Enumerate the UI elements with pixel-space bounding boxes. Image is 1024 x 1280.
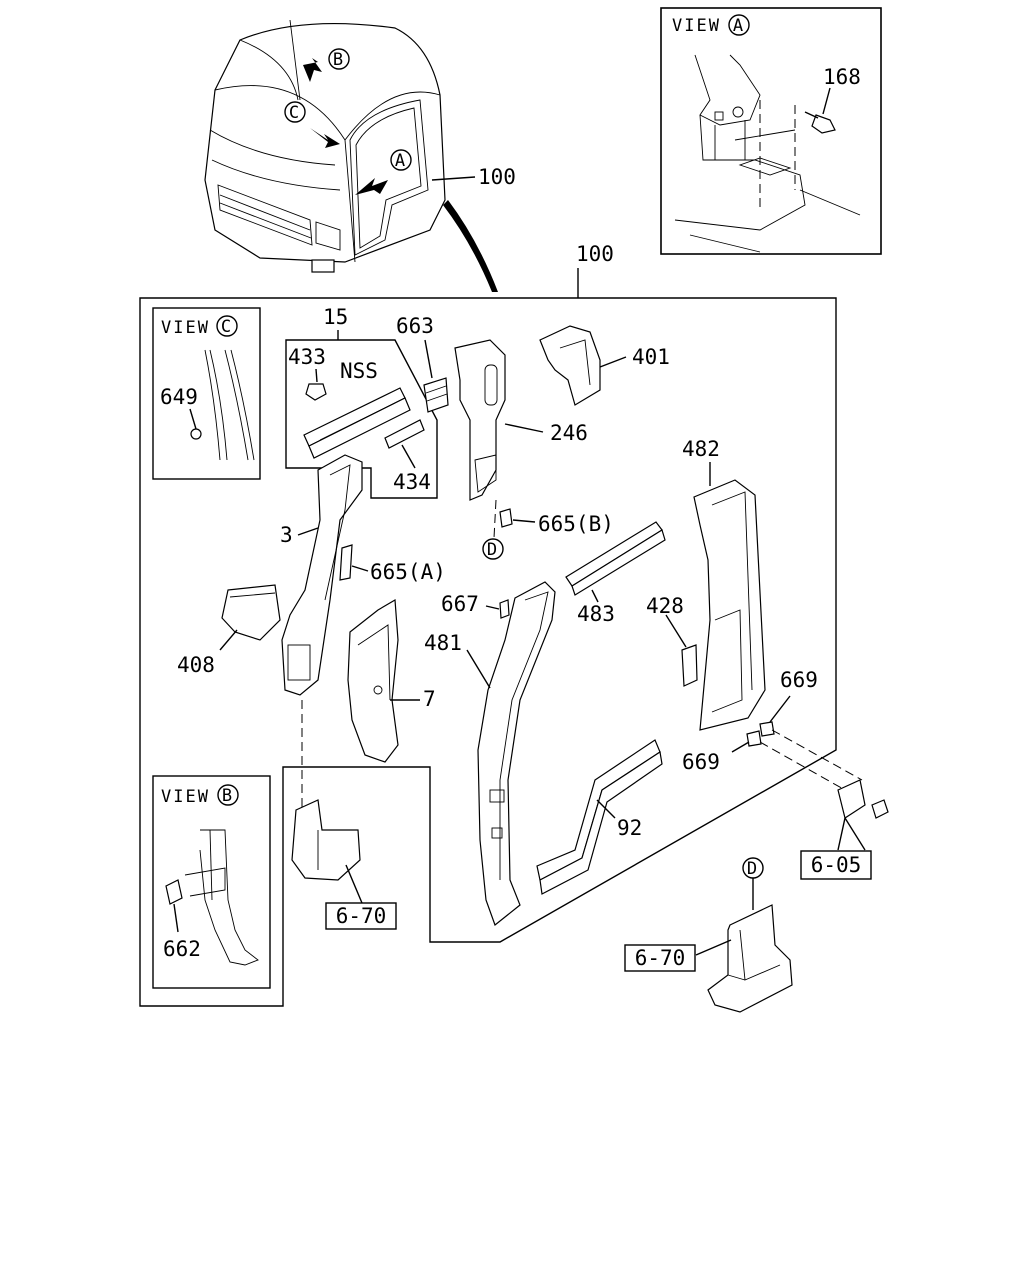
part-label-669-upper: 669 [780,668,818,692]
part-label-662: 662 [163,937,201,961]
cab-marker-a: A [390,149,412,171]
part-label-433: 433 [288,345,326,369]
part-label-434: 434 [393,470,431,494]
view-a-prefix: VIEW [672,16,721,36]
part-label-665a: 665(A) [370,560,446,584]
lower-part-6-70-left [291,799,363,904]
view-b-box: VIEW B 662 [152,775,271,989]
part-label-483: 483 [577,602,615,626]
svg-text:6-70: 6-70 [336,904,387,928]
view-c-prefix: VIEW [161,318,210,338]
view-a-letter: A [733,16,745,36]
part-92: 92 [536,739,663,895]
part-481: 481 [424,581,556,926]
ref-box-6-70-left: 6-70 [325,902,397,930]
part-665a: 665(A) [339,544,446,584]
part-label-15: 15 [323,305,348,329]
part-3: 3 [280,454,363,815]
part-label-401: 401 [632,345,670,369]
svg-text:C: C [289,103,301,123]
part-label-482: 482 [682,437,720,461]
part-label-428: 428 [646,594,684,618]
svg-text:B: B [333,50,345,70]
part-label-481: 481 [424,631,462,655]
part-label-667: 667 [441,592,479,616]
part-label-3: 3 [280,523,293,547]
part-667: 667 [441,592,510,619]
part-428: 428 [646,594,698,687]
part-665b: 665(B) D [482,499,614,560]
part-663: 663 [396,314,449,413]
part-label-nss: NSS [340,359,378,383]
part-15-group: 15 433 NSS 434 [285,305,438,499]
view-a-box: VIEW A 168 [660,7,882,255]
part-label-168: 168 [823,65,861,89]
view-d-marker: D [487,540,499,560]
ref-box-6-05: 6-05 [800,850,872,880]
part-246: 246 [454,339,588,501]
part-label-246: 246 [550,421,588,445]
view-d-letter: D [747,859,759,879]
part-label-7: 7 [423,687,436,711]
svg-text:6-05: 6-05 [811,853,862,877]
view-c-box: VIEW C 649 [152,307,261,480]
svg-text:A: A [395,151,407,171]
main-parts-frame: 100 [139,242,837,1007]
cab-overview-drawing [204,19,498,292]
part-label-665b: 665(B) [538,512,614,536]
cab-marker-c: C [284,101,306,123]
part-482: 482 [682,437,766,731]
svg-text:6-70: 6-70 [635,946,686,970]
part-label-649: 649 [160,385,198,409]
part-483: 483 [565,521,666,626]
view-c-letter: C [221,317,233,337]
part-label-92: 92 [617,816,642,840]
part-408: 408 [177,584,281,677]
ref-box-6-70-right: 6-70 [624,944,696,972]
part-label-408: 408 [177,653,215,677]
part-label-663: 663 [396,314,434,338]
part-669-fasteners: 669 669 [682,668,889,851]
part-401: 401 [539,325,670,406]
cab-marker-b: B [328,48,350,70]
view-d-drawing: D [695,857,793,1013]
view-b-prefix: VIEW [161,787,210,807]
part-label-669-lower: 669 [682,750,720,774]
part-label-100-top: 100 [478,165,516,189]
part-7: 7 [347,598,436,763]
view-b-letter: B [222,786,234,806]
part-label-100-main: 100 [576,242,614,266]
